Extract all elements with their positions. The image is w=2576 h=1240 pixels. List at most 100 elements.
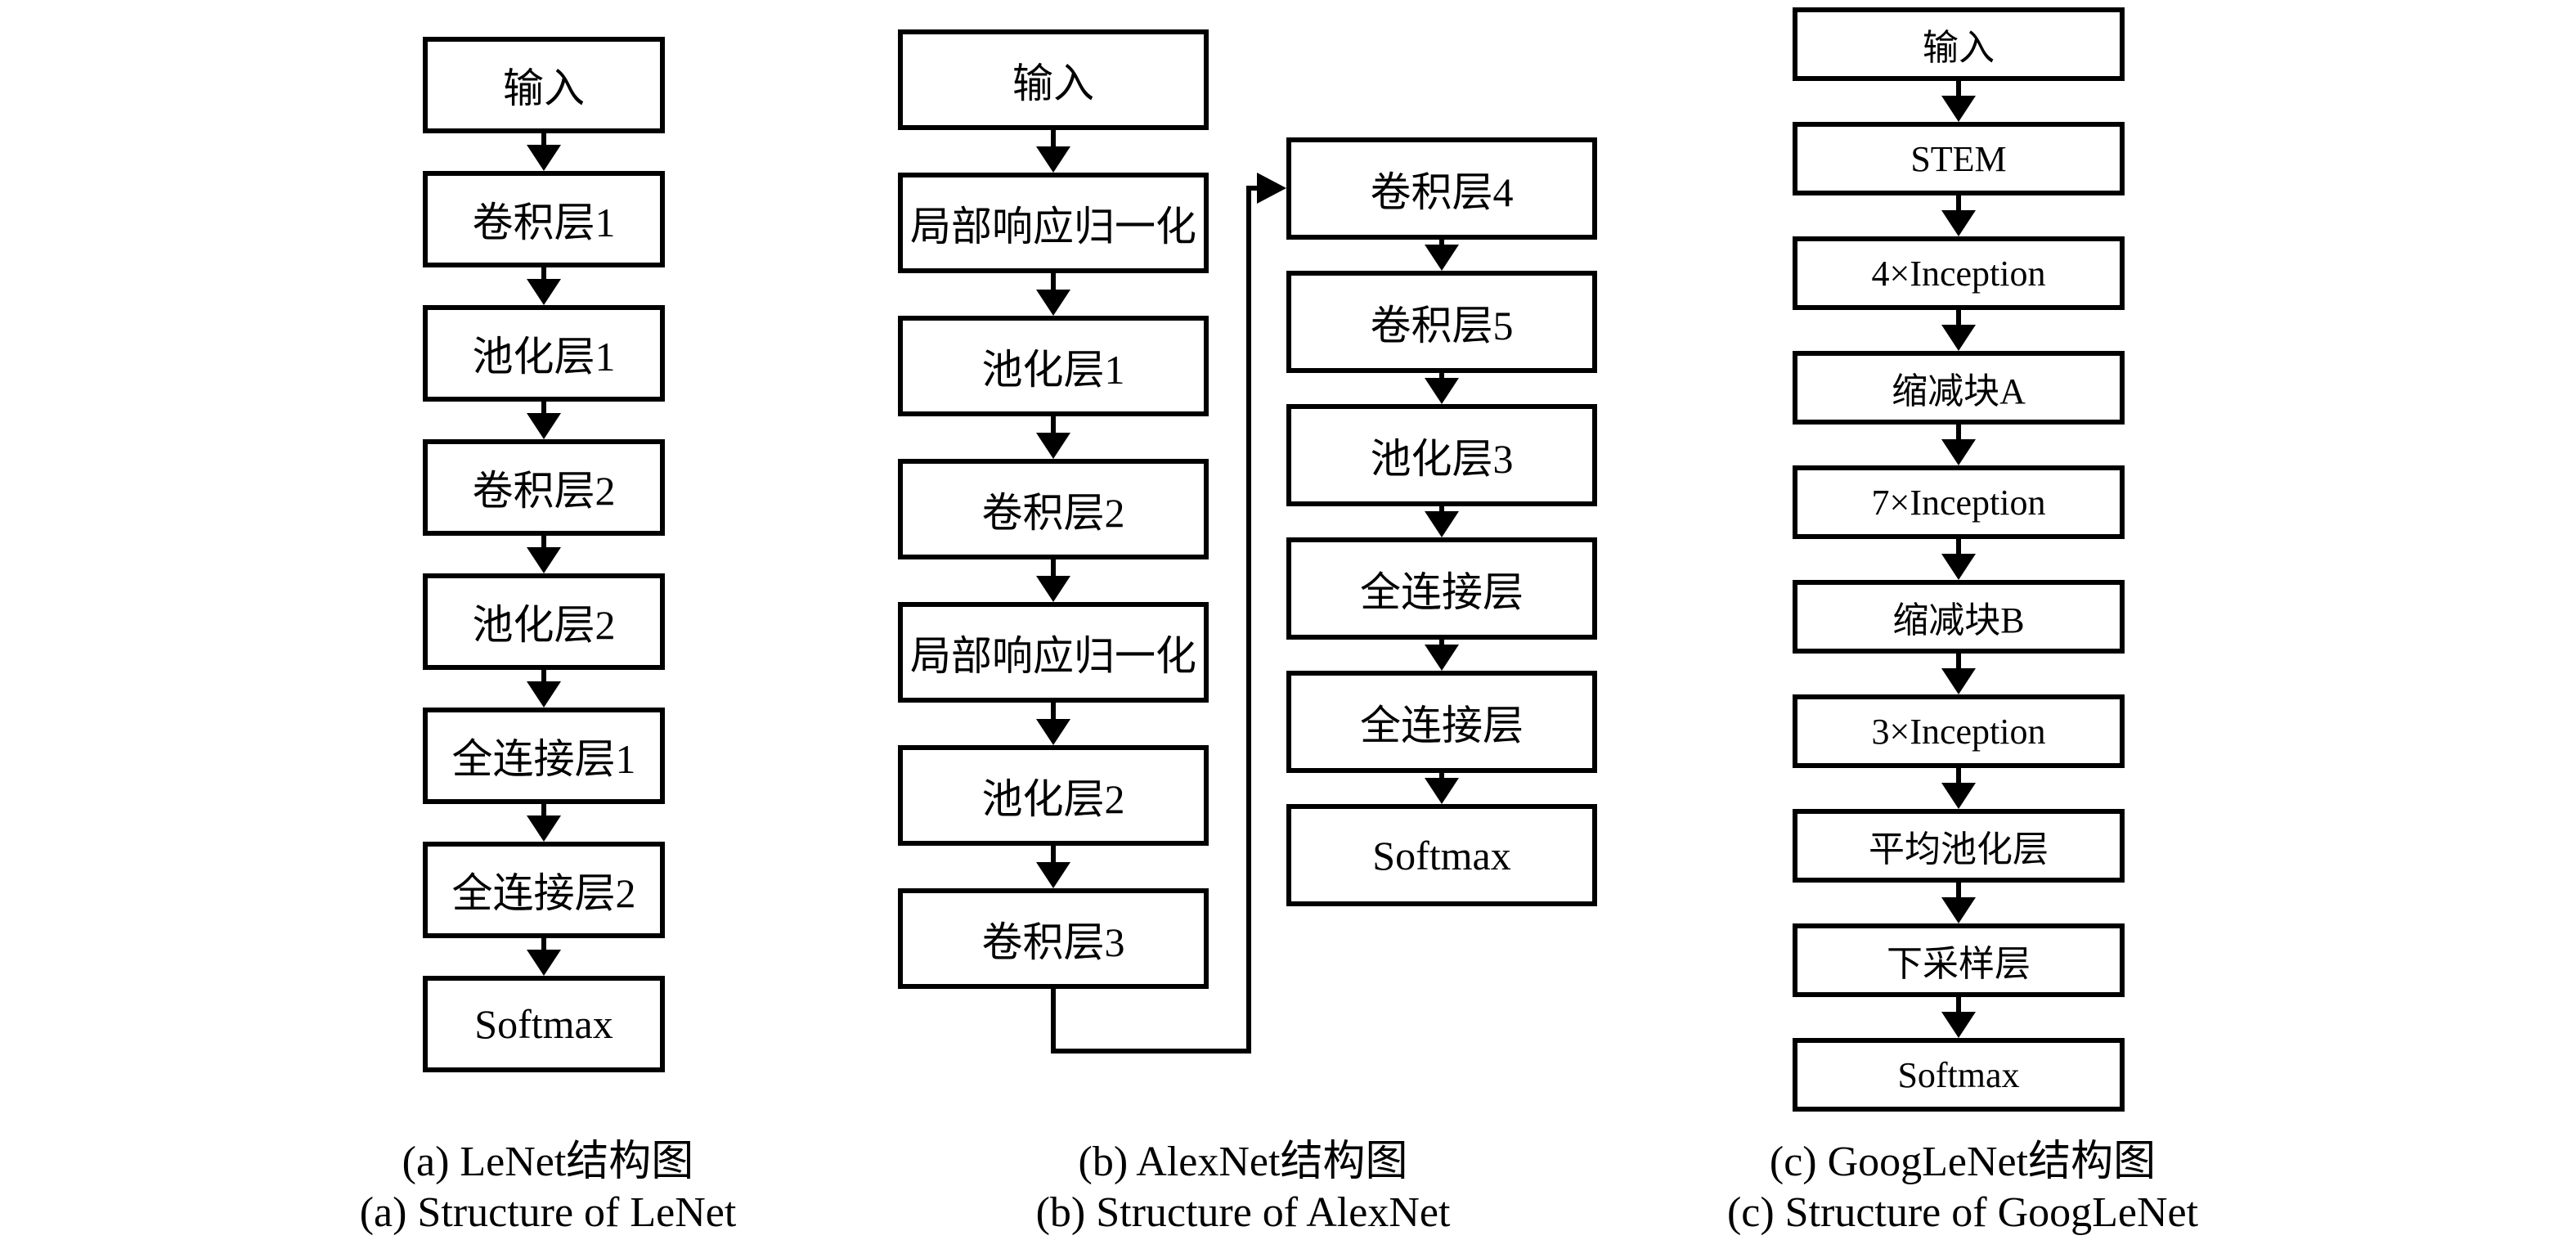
flow-box: 局部响应归一化	[898, 173, 1209, 273]
arrow-stem	[1956, 768, 1961, 784]
arrow-head	[1036, 862, 1070, 888]
flow-box-label: 下采样层	[1887, 944, 2031, 984]
arrow-head	[1941, 96, 1976, 122]
arrow-head	[1941, 668, 1976, 694]
flow-box: 3×Inception	[1793, 694, 2125, 768]
flow-box-label: 输入	[503, 65, 585, 111]
arrow-stem	[541, 804, 546, 817]
flow-box-label: 卷积层5	[1370, 302, 1514, 348]
lenet-flow: 输入 卷积层1 池化层1	[423, 37, 665, 1110]
down-arrow-icon	[1793, 654, 2125, 694]
flow-box-label: 7×Inception	[1871, 482, 2046, 523]
down-arrow-icon	[898, 559, 1209, 602]
arrow-head	[1941, 783, 1976, 809]
down-arrow-icon	[1793, 768, 2125, 809]
alexnet-right-flow: 卷积层4 卷积层5 池化层3	[1286, 137, 1597, 937]
arrow-stem	[541, 133, 546, 146]
down-arrow-icon	[898, 846, 1209, 888]
down-arrow-icon	[1286, 773, 1597, 804]
flow-box-label: Softmax	[1897, 1054, 2020, 1095]
down-arrow-icon	[423, 804, 665, 842]
arrow-head	[1425, 511, 1459, 537]
flow-box-label: 输入	[1012, 60, 1094, 106]
flow-box: 局部响应归一化	[898, 602, 1209, 703]
down-arrow-icon	[1793, 310, 2125, 351]
flow-box-label: 缩减块A	[1892, 371, 2026, 411]
arrow-stem	[1956, 81, 1961, 97]
flow-box: 平均池化层	[1793, 809, 2125, 883]
flow-step: 输入	[1793, 7, 2125, 122]
right-arrow-head-icon	[1257, 173, 1286, 204]
flow-box: 卷积层2	[898, 459, 1209, 559]
flow-box: 输入	[423, 37, 665, 133]
flow-box-label: 缩减块B	[1892, 600, 2025, 640]
flow-box: 输入	[898, 29, 1209, 130]
down-arrow-icon	[1793, 81, 2125, 122]
down-arrow-icon	[1793, 425, 2125, 465]
flow-box: 全连接层	[1286, 537, 1597, 640]
arrow-head	[527, 547, 561, 573]
flow-box-label: 卷积层3	[981, 919, 1125, 965]
flow-box: 缩减块A	[1793, 351, 2125, 425]
flow-box: 池化层2	[423, 573, 665, 670]
arrow-stem	[541, 402, 546, 415]
arrow-stem	[1956, 654, 1961, 670]
flow-box: STEM	[1793, 122, 2125, 195]
arrow-head	[527, 950, 561, 976]
down-arrow-icon	[1286, 640, 1597, 671]
flow-step: 池化层2	[423, 573, 665, 708]
down-arrow-icon	[423, 670, 665, 708]
flow-step: 局部响应归一化	[898, 173, 1209, 316]
arrow-stem	[1956, 997, 1961, 1013]
flow-box: Softmax	[1286, 804, 1597, 906]
down-arrow-icon	[1286, 506, 1597, 537]
caption-lenet-en: (a) Structure of LeNet	[359, 1189, 737, 1236]
flow-step: 下采样层	[1793, 923, 2125, 1038]
down-arrow-icon	[1286, 373, 1597, 404]
down-arrow-icon	[423, 133, 665, 171]
arrow-stem	[541, 267, 546, 281]
flow-step: 全连接层1	[423, 708, 665, 842]
arrow-stem	[1051, 559, 1056, 577]
arrow-stem	[1051, 130, 1056, 148]
flow-box: 池化层1	[898, 316, 1209, 416]
flow-box-label: 平均池化层	[1869, 829, 2049, 869]
arrow-stem	[1439, 240, 1444, 246]
down-arrow-icon	[1793, 997, 2125, 1038]
arrow-head	[1941, 210, 1976, 236]
flow-box: 缩减块B	[1793, 580, 2125, 654]
arrow-stem	[541, 938, 546, 951]
flow-box: 池化层1	[423, 305, 665, 402]
arrow-stem	[541, 670, 546, 683]
flow-step: Softmax	[1286, 804, 1597, 937]
flow-box: Softmax	[423, 976, 665, 1072]
flow-box-label: 全连接层	[1360, 702, 1524, 748]
flow-box-label: 卷积层4	[1370, 168, 1514, 215]
arrow-stem	[1956, 883, 1961, 899]
flow-box-label: 全连接层2	[451, 870, 636, 916]
flow-box-label: 卷积层1	[472, 200, 616, 245]
flow-step: 局部响应归一化	[898, 602, 1209, 745]
arrow-head	[1036, 146, 1070, 173]
flow-step: 平均池化层	[1793, 809, 2125, 923]
caption-lenet-zh: (a) LeNet结构图	[402, 1139, 694, 1185]
caption-alexnet-zh: (b) AlexNet结构图	[1078, 1139, 1408, 1185]
flow-box: 池化层3	[1286, 404, 1597, 506]
arrow-head	[527, 413, 561, 439]
flow-step: Softmax	[423, 976, 665, 1110]
flow-box-label: 卷积层2	[981, 489, 1125, 536]
arrow-stem	[1439, 506, 1444, 513]
flow-step: Softmax	[1793, 1038, 2125, 1152]
flow-box: 全连接层2	[423, 842, 665, 938]
arrow-stem	[1439, 373, 1444, 380]
arrow-stem	[1051, 416, 1056, 434]
arrow-head	[527, 279, 561, 305]
flow-box-label: 局部响应归一化	[910, 632, 1196, 679]
flow-box-label: 全连接层1	[451, 736, 636, 782]
arrow-head	[527, 681, 561, 708]
flow-box: Softmax	[1793, 1038, 2125, 1112]
arrow-stem	[1051, 703, 1056, 721]
arrow-stem	[541, 536, 546, 549]
arrow-stem	[1051, 273, 1056, 291]
